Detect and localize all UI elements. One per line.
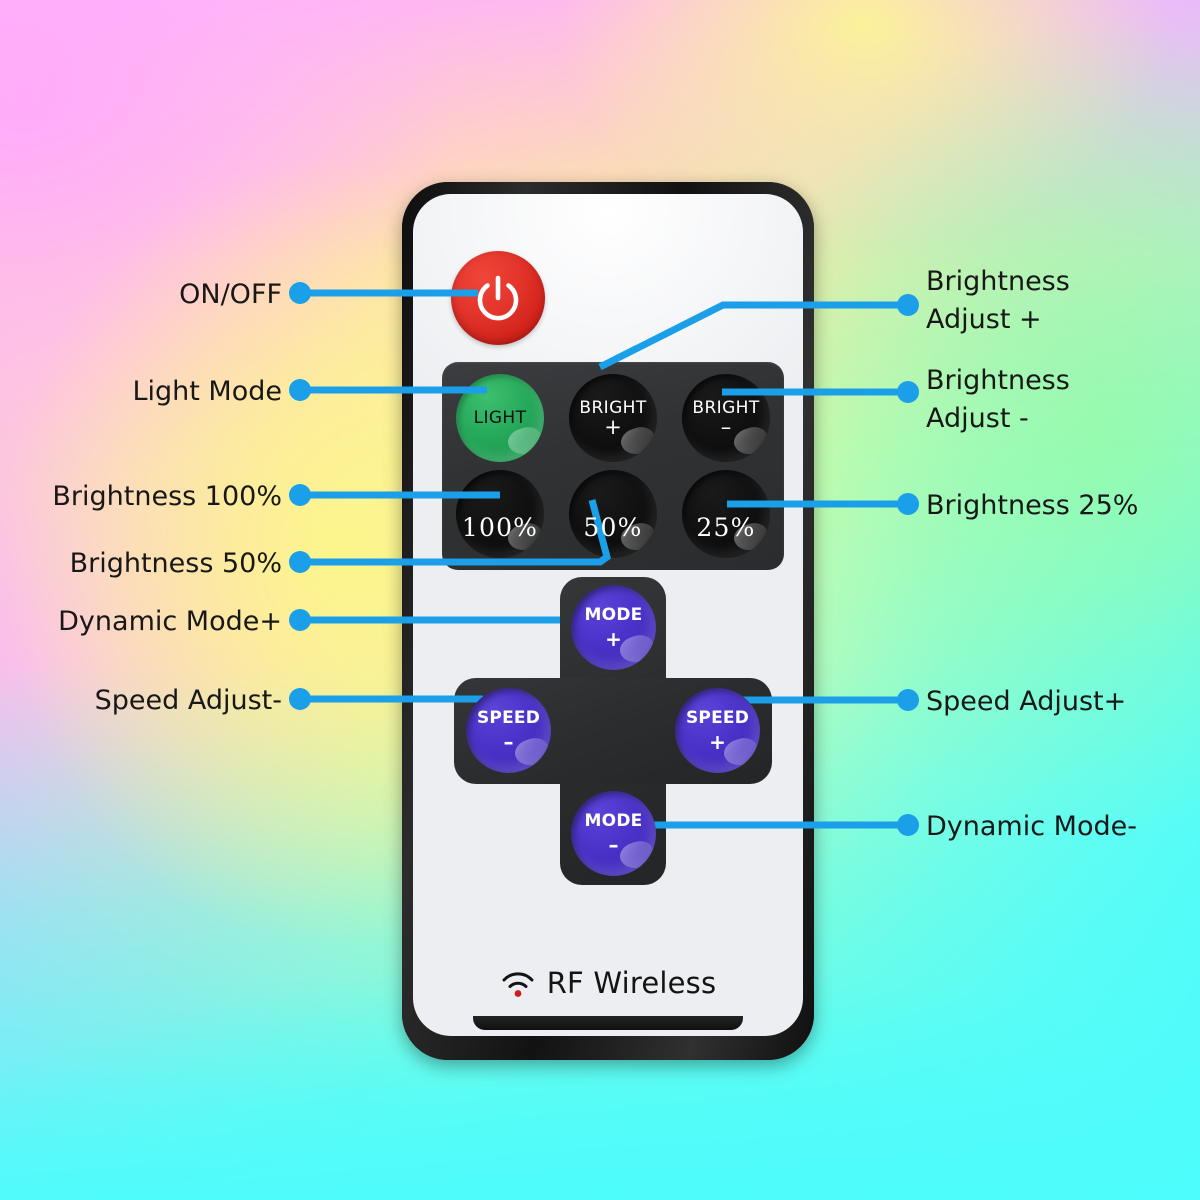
button-gloss — [617, 423, 657, 459]
power-icon — [477, 275, 519, 321]
bright-minus-button[interactable]: BRIGHT – — [682, 374, 770, 462]
mode-minus-button[interactable]: MODE – — [571, 791, 656, 876]
rf-wireless-brand: RF Wireless — [413, 966, 803, 1000]
speed-plus-label: SPEED — [685, 707, 750, 728]
brightness-50-button[interactable]: 50% — [569, 470, 657, 558]
remote-top-seam — [543, 196, 673, 201]
mode-plus-sign: + — [605, 626, 622, 651]
dpad-cluster: MODE + SPEED – SPEED + MODE – — [454, 577, 772, 885]
callout-brightness-100: Brightness 100% — [52, 481, 282, 512]
speed-plus-sign: + — [709, 729, 726, 754]
power-button[interactable] — [451, 251, 545, 345]
remote-face-panel: LIGHT BRIGHT + BRIGHT – 100% — [413, 194, 803, 1036]
mode-plus-button[interactable]: MODE + — [571, 585, 656, 670]
mode-plus-label: MODE — [584, 604, 643, 625]
speed-minus-button[interactable]: SPEED – — [466, 688, 551, 773]
button-gloss — [504, 423, 544, 459]
keypad-panel: LIGHT BRIGHT + BRIGHT – 100% — [442, 362, 784, 570]
light-button-label: LIGHT — [473, 407, 527, 428]
brightness-100-button[interactable]: 100% — [456, 470, 544, 558]
speed-minus-label: SPEED — [476, 707, 541, 728]
button-gloss — [730, 423, 770, 459]
callout-on-off: ON/OFF — [179, 279, 282, 310]
bright-minus-label: BRIGHT — [692, 397, 760, 418]
rf-signal-icon — [502, 972, 534, 997]
bright-minus-sign: – — [720, 415, 732, 440]
callout-brightness-25: Brightness 25% — [926, 490, 1139, 521]
callout-brightness-adjust-plus: Brightness Adjust + — [926, 266, 1070, 336]
bright-plus-button[interactable]: BRIGHT + — [569, 374, 657, 462]
speed-plus-button[interactable]: SPEED + — [675, 688, 760, 773]
mode-minus-label: MODE — [584, 810, 643, 831]
brightness-25-button[interactable]: 25% — [682, 470, 770, 558]
bright-plus-sign: + — [604, 415, 622, 440]
rf-wireless-label: RF Wireless — [546, 966, 717, 1000]
callout-brightness-50: Brightness 50% — [69, 548, 282, 579]
callout-dynamic-mode-plus: Dynamic Mode+ — [58, 606, 282, 637]
callout-light-mode: Light Mode — [132, 376, 282, 407]
brightness-100-label: 100% — [461, 512, 539, 542]
bright-plus-label: BRIGHT — [579, 397, 647, 418]
brightness-25-label: 25% — [696, 512, 756, 542]
light-button[interactable]: LIGHT — [456, 374, 544, 462]
callout-speed-adjust-plus: Speed Adjust+ — [926, 686, 1127, 717]
speed-minus-sign: – — [503, 729, 514, 754]
mode-minus-sign: – — [608, 832, 619, 857]
callout-dynamic-mode-minus: Dynamic Mode- — [926, 811, 1137, 842]
callout-speed-adjust-minus: Speed Adjust- — [94, 685, 282, 716]
callout-brightness-adjust-minus: Brightness Adjust - — [926, 365, 1070, 435]
rf-remote-control: LIGHT BRIGHT + BRIGHT – 100% — [402, 182, 814, 1060]
remote-bottom-lip — [473, 1016, 743, 1030]
brightness-50-label: 50% — [583, 512, 643, 542]
